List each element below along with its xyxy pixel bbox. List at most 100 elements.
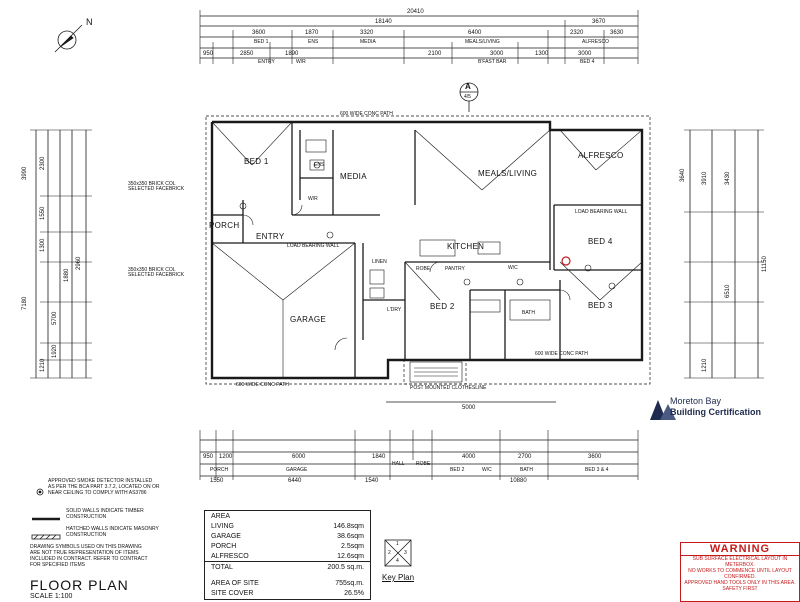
dim-text: 4000 [462,454,476,460]
area-cover-label: SITE COVER [211,589,254,597]
note-brick-col-2: 350x350 BRICK COL SELECTED FACEBRICK [128,267,185,278]
warning-stamp: WARNING SUB SURFACE ELECTRICAL LAYOUT IN… [680,542,800,602]
dim-label: B'FAST BAR [478,59,507,65]
certifier-logo: Moreton Bay Building Certification [650,396,780,428]
note-conc-path-3: 600 WIDE CONC PATH [236,382,289,388]
dim-text: 6400 [468,30,482,36]
dim-label: BED 1 [254,39,269,45]
dim-text: 950 [203,454,214,460]
dim-text: 2320 [570,30,584,36]
area-label: GARAGE [211,532,241,540]
dim-label: ENS [308,39,319,45]
room-kitchen: KITCHEN [447,242,485,251]
dim-text: 3320 [360,30,374,36]
area-total-label: TOTAL [211,563,233,571]
section-sheet: 4/5 [464,94,471,100]
room-media: MEDIA [340,172,367,181]
dim-text: 1920 [52,344,58,358]
dim-label: W/C [482,467,492,473]
dim-label: ENTRY [258,59,275,65]
key-plan-number: 3 [404,550,407,556]
dim-text: 1300 [535,51,549,57]
dim-label: GARAGE [286,467,308,473]
dim-text: 1550 [40,206,46,220]
area-heading: AREA [211,512,231,520]
dim-label: HALL [392,461,405,467]
dim-label: PORCH [210,467,229,473]
dim-label: BATH [520,467,533,473]
area-row: LIVING 146.8sqm [205,521,370,531]
dim-text: 950 [203,51,214,57]
room-garage: GARAGE [290,315,327,324]
area-site-value: 755sq.m. [335,579,364,587]
area-value: 38.6sqm [337,532,364,540]
north-arrow-icon [54,24,83,53]
area-row: PORCH 2.5sqm [205,541,370,551]
room-linen: LINEN [372,259,387,265]
room-wc: W/C [508,265,518,271]
warning-line: SUB SURFACE ELECTRICAL LAYOUT IN METERBO… [692,556,788,568]
legend: APPROVED SMOKE DETECTOR INSTALLED AS PER… [30,478,160,568]
legend-solid-walls: SOLID WALLS INDICATE TIMBER CONSTRUCTION [66,508,144,520]
dim-label: MEALS/LIVING [465,39,500,45]
dim-overall: 20410 [407,9,424,15]
room-bed4: BED 4 [588,237,613,246]
area-site-label: AREA OF SITE [211,579,259,587]
dim-text: 3000 [578,51,592,57]
dim-text: 3990 [22,166,28,180]
dim-text: 5700 [52,311,58,325]
area-row: GARAGE 38.6sqm [205,531,370,541]
room-ens: ENS [314,162,325,168]
dim-text: 3630 [610,30,624,36]
dim-text: 1210 [702,358,708,372]
dim-label: BED 3 & 4 [585,467,609,473]
room-lory: L'DRY [387,307,402,313]
area-label: ALFRESCO [211,552,249,560]
area-value: 146.8sqm [333,522,364,530]
dim-text: 1840 [372,454,386,460]
dim-text: 1890 [285,51,299,57]
room-bed1: BED 1 [244,157,269,166]
room-pantry: PANTRY [445,266,465,272]
room-alfresco: ALFRESCO [578,151,624,160]
dim-text: 3000 [490,51,504,57]
dim-text: 1540 [365,478,379,484]
area-value: 2.5sqm [341,542,364,550]
dim-text: 2960 [76,256,82,270]
section-marker-icon [459,82,479,112]
area-label: PORCH [211,542,237,550]
dim-label: ALFRESCO [582,39,609,45]
dim-text: 11150 [762,256,768,272]
area-total-row: TOTAL 200.5 sq.m. [205,561,370,572]
note-load-wall-2: LOAD BEARING WALL [575,209,628,215]
dim-text: 2100 [428,51,442,57]
dim-text: 6440 [288,478,302,484]
dim-top-main: 18140 [375,19,392,25]
scale-label: SCALE 1:100 [30,593,73,600]
dim-text: 3600 [588,454,602,460]
legend-hatched-walls: HATCHED WALLS INDICATE MASONRY CONSTRUCT… [66,526,159,538]
certifier-line1: Moreton Bay [670,396,722,406]
dim-label: MEDIA [360,39,376,45]
dim-text: 6000 [292,454,306,460]
note-clothesline: POST MOUNTED CLOTHESLINE [410,385,487,391]
dim-text: 1300 [40,238,46,252]
room-bed2: BED 2 [430,302,455,311]
clothesline-icon [409,361,463,383]
note-conc-path: 600 WIDE CONC PATH [340,111,393,117]
legend-smoke: APPROVED SMOKE DETECTOR INSTALLED AS PER… [48,478,160,496]
area-total-value: 200.5 sq.m. [327,563,364,571]
warning-head: WARNING [681,543,799,556]
dim-text: 1550 [210,478,224,484]
dim-text: 2700 [518,454,532,460]
note-conc-path-2: 600 WIDE CONC PATH [535,351,588,357]
area-label: LIVING [211,522,234,530]
dim-text: 3430 [725,171,731,185]
key-plan-number: 4 [396,558,399,564]
room-bath: BATH [522,310,535,316]
room-meals-living: MEALS/LIVING [478,169,538,178]
dim-text: 6510 [725,284,731,298]
